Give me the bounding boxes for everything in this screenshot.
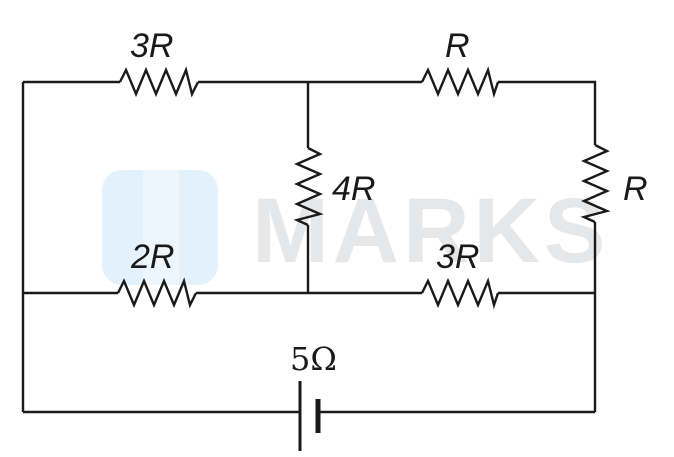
wires [21, 80, 597, 414]
label-top-left-resistor: 3R [130, 27, 173, 65]
resistor-right-vertical [580, 143, 611, 224]
resistor-mid-left [116, 277, 198, 309]
resistor-top-left [118, 66, 200, 98]
label-right-vertical-resistor: R [623, 170, 648, 208]
label-top-right-resistor: R [445, 27, 470, 65]
label-battery: 5Ω [290, 340, 337, 378]
labels: 3R R 4R R 2R 3R 5Ω [130, 27, 648, 378]
watermark-logo-inner [143, 170, 179, 285]
resistors [116, 66, 611, 310]
label-mid-left-resistor: 2R [130, 238, 174, 276]
label-mid-right-resistor: 3R [436, 238, 479, 276]
resistor-top-right [420, 66, 500, 99]
battery-cell [298, 381, 321, 451]
wire-top-right [498, 80, 597, 145]
label-middle-vertical-resistor: 4R [332, 170, 375, 208]
watermark-text: MARKS [252, 180, 609, 282]
resistor-mid-right [420, 277, 500, 310]
resistor-middle-vertical [293, 146, 324, 227]
